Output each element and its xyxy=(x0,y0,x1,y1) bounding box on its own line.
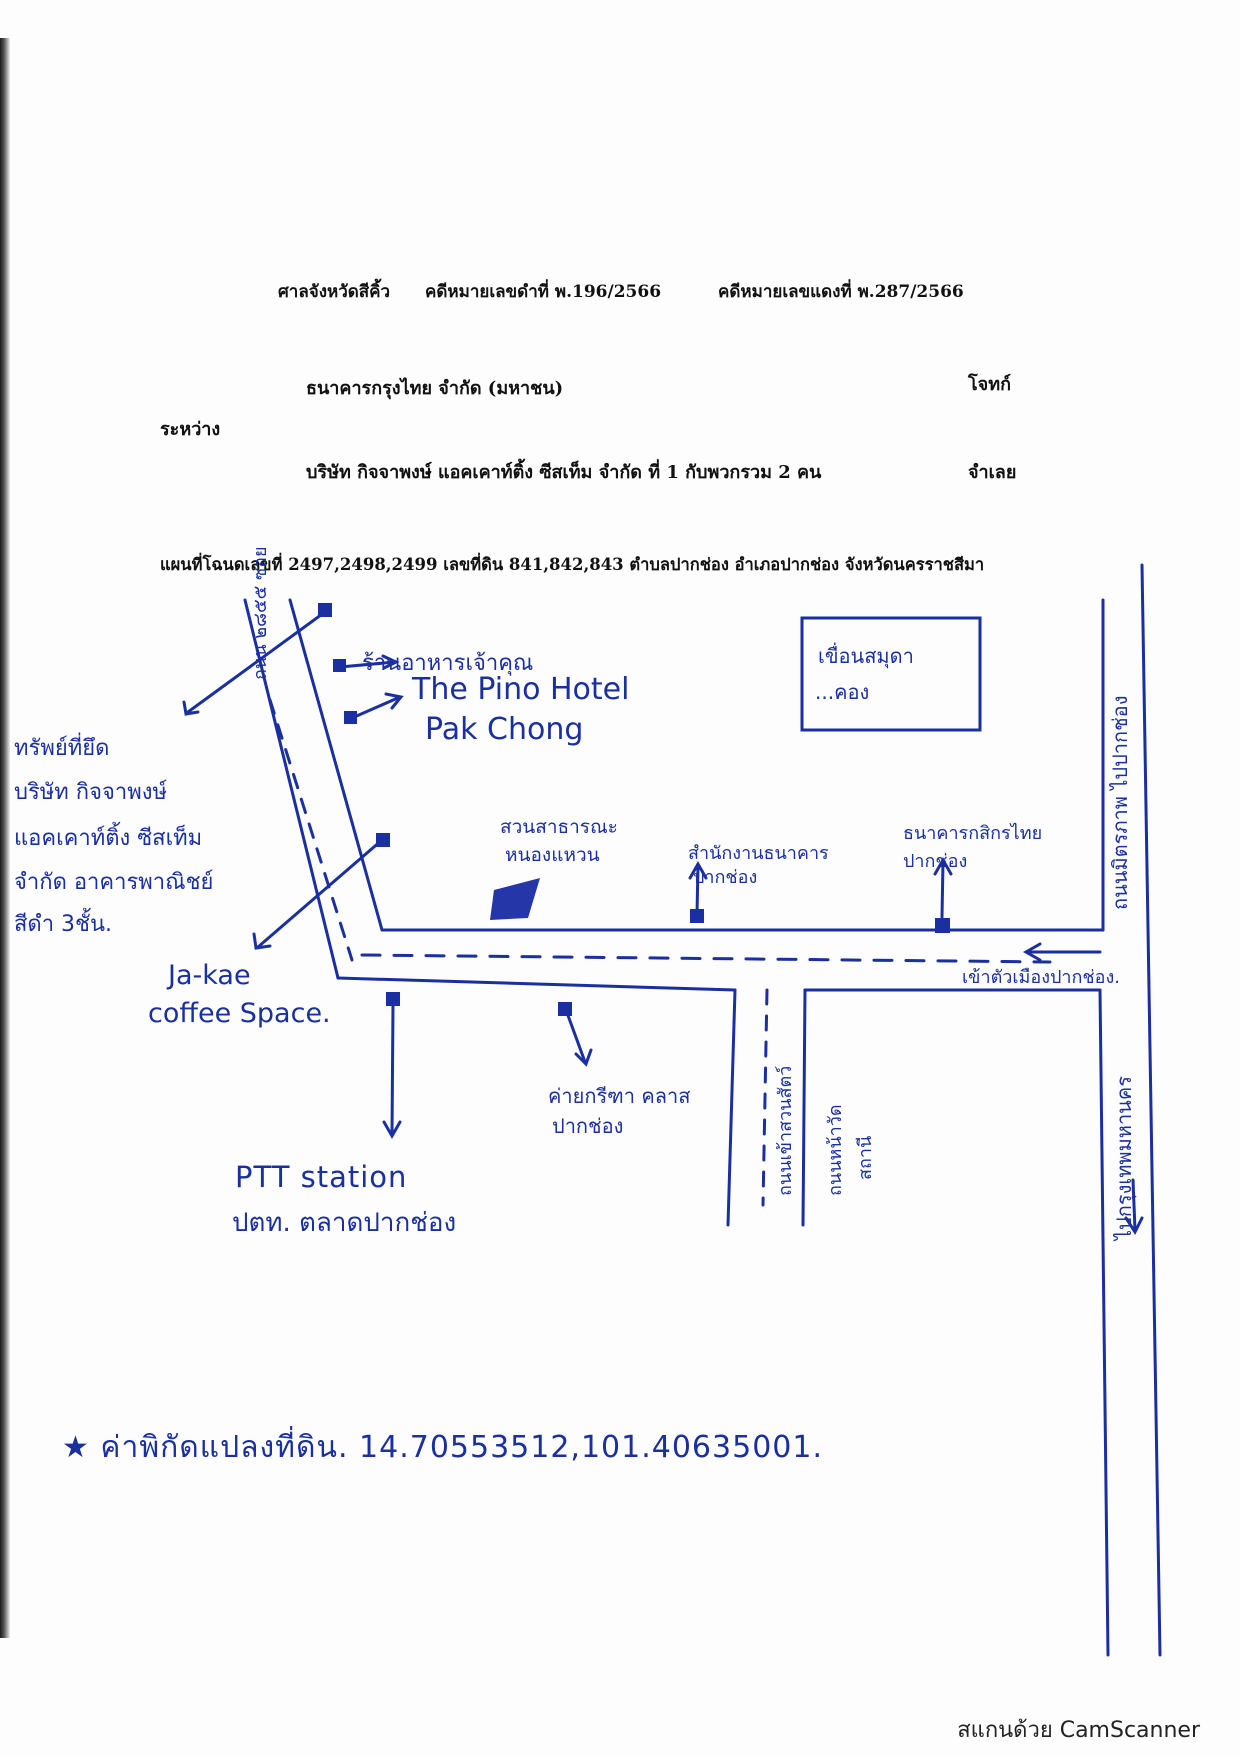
bank-label-line2: ปากช่อง xyxy=(903,851,968,872)
soi-road-label-2: ถนนหน้าวัด xyxy=(825,1104,846,1196)
ptt-label-line2: ปตท. ตลาดปากช่อง xyxy=(232,1208,457,1238)
cafe-label-line2: coffee Space. xyxy=(148,998,331,1029)
right-road-label: ถนนมิตรภาพ ไปปากช่อง xyxy=(1108,695,1132,910)
marker-property xyxy=(318,603,332,617)
marker-hotel xyxy=(344,711,357,724)
shop-label-line1: ค่ายกรีฑา คลาส xyxy=(548,1084,691,1108)
left-road-label: ถนน ๒๘๕๕ ซอย xyxy=(250,546,271,680)
main-road-bottom-left xyxy=(336,976,737,992)
shop-label-line2: ปากช่อง xyxy=(552,1114,624,1138)
left-road-centerline xyxy=(268,698,354,962)
marker-bank xyxy=(935,918,950,933)
defendant-role: จำเลย xyxy=(968,462,1017,483)
black-case-number: คดีหมายเลขดำที่ พ.196/2566 xyxy=(425,282,662,302)
entrance-arrow-head xyxy=(1022,942,1042,962)
property-label-line4: จำกัด อาคารพาณิชย์ xyxy=(14,870,214,895)
left-road-inner-edge xyxy=(288,598,384,932)
red-case-number: คดีหมายเลขแดงที่ พ.287/2566 xyxy=(718,282,964,302)
court-name: ศาลจังหวัดสีคิ้ว xyxy=(278,282,391,302)
soi-road-right-edge xyxy=(801,988,807,1227)
entrance-label: เข้าตัวเมืองปากช่อง. xyxy=(962,967,1120,988)
highway-arrow-head xyxy=(1124,1216,1144,1236)
landmark-box xyxy=(800,616,982,732)
hotel-label-line2: Pak Chong xyxy=(425,712,584,747)
park-label-line2: หนองแหวน xyxy=(505,844,600,866)
arrow-to-ptt xyxy=(390,1002,395,1137)
scanner-watermark: สแกนด้วย CamScanner xyxy=(957,1718,1200,1743)
property-label-line5: สีดำ 3ชั้น. xyxy=(14,912,113,937)
between-label: ระหว่าง xyxy=(160,419,221,440)
coordinates-note: ★ ค่าพิกัดแปลงที่ดิน. 14.70553512,101.40… xyxy=(62,1430,823,1465)
marker-shop xyxy=(558,1002,572,1016)
scan-edge-shadow xyxy=(0,38,10,1638)
arrow-to-property xyxy=(186,610,327,714)
temple-label-line2: ปากช่อง xyxy=(693,867,758,888)
highway-right-edge xyxy=(1140,563,1162,1657)
arrow-to-bank xyxy=(940,860,945,919)
temple-label-line1: สำนักงานธนาคาร xyxy=(688,843,829,864)
marker-cafe xyxy=(376,833,390,847)
arrow-to-cafe xyxy=(256,838,384,949)
soi-road-left-edge xyxy=(726,988,737,1227)
property-label-line1: ทรัพย์ที่ยึด xyxy=(14,736,110,761)
marker-park xyxy=(490,878,540,920)
main-road-centerline xyxy=(360,953,1052,964)
bank-label-line1: ธนาคารกสิกรไทย xyxy=(903,823,1043,844)
ptt-label-line1: PTT station xyxy=(235,1160,408,1194)
plaintiff-role: โจทก์ xyxy=(968,374,1011,395)
park-label-line1: สวนสาธารณะ xyxy=(500,816,618,838)
box-label-line2: ...คอง xyxy=(815,680,870,704)
marker-ptt xyxy=(386,992,400,1006)
marker-restaurant xyxy=(333,659,346,672)
box-label-line1: เขื่อนสมุดา xyxy=(818,644,914,668)
plaintiff-name: ธนาคารกรุงไทย จำกัด (มหาชน) xyxy=(306,378,564,399)
highway-arrow-shaft xyxy=(1131,1178,1137,1232)
cafe-label-line1: Ja-kae xyxy=(168,960,251,991)
station-label: สถานี xyxy=(855,1135,876,1180)
hotel-label-line1: The Pino Hotel xyxy=(412,672,630,707)
left-road-outer-edge xyxy=(243,598,340,980)
restaurant-label: ร้านอาหารเจ้าคุณ xyxy=(362,651,534,676)
soi-road-label: ถนนเข้าสวนสัตว์ xyxy=(775,1065,796,1196)
property-label-line2: บริษัท กิจจาพงษ์ xyxy=(14,780,167,805)
arrow-to-hotel xyxy=(350,695,402,720)
highway-left-bottom xyxy=(1098,988,1110,1657)
arrow-to-restaurant xyxy=(338,660,397,669)
soi-road-centerline xyxy=(761,988,769,1207)
arrow-to-shop xyxy=(564,1008,587,1064)
right-road-label-2: ไปกรุงเทพมหานคร xyxy=(1112,1076,1136,1240)
property-label-line3: แอคเคาท์ติ้ง ซีสเท็ม xyxy=(14,826,203,851)
marker-temple xyxy=(690,909,704,923)
map-title: แผนที่โฉนดเลขที่ 2497,2498,2499 เลขที่ดิ… xyxy=(160,555,985,574)
defendant-name: บริษัท กิจจาพงษ์ แอคเคาท์ติ้ง ซีสเท็ม จำ… xyxy=(306,462,822,483)
arrow-to-temple xyxy=(695,864,700,916)
